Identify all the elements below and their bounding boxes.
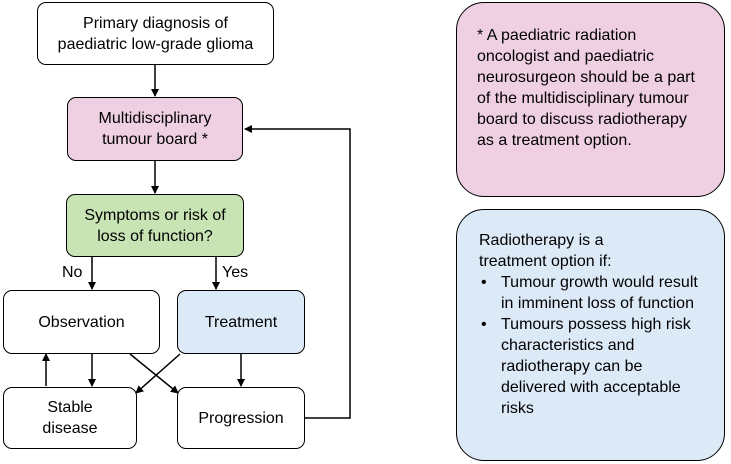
progression-box: Progression	[177, 387, 305, 449]
stable-disease-box: Stable disease	[3, 387, 137, 449]
list-item: • Tumour growth would result in imminent…	[479, 272, 710, 314]
arrow-observation-to-progression	[129, 353, 179, 394]
symptoms-label: Symptoms or risk of loss of function?	[84, 206, 226, 245]
tumour-board-label: Multidisciplinary tumour board *	[98, 110, 212, 148]
observation-label: Observation	[38, 313, 125, 331]
progression-label: Progression	[198, 409, 284, 427]
tumour-board-note-text: * A paediatric radiation oncologist and …	[477, 27, 695, 149]
diagnosis-box: Primary diagnosis of paediatric low-grad…	[37, 2, 274, 65]
list-item: • Tumours possess high risk characterist…	[479, 314, 710, 419]
arrow-treatment-to-stable	[135, 353, 181, 394]
bullet-icon: •	[481, 316, 487, 333]
edge-label-yes: Yes	[222, 264, 249, 281]
treatment-label: Treatment	[204, 313, 278, 331]
radiotherapy-criterion-label: Tumours possess high risk characteristic…	[501, 316, 691, 417]
treatment-box: Treatment	[177, 290, 305, 354]
observation-box: Observation	[3, 290, 160, 354]
symptoms-box: Symptoms or risk of loss of function?	[66, 194, 244, 257]
stable-disease-label: Stable disease	[42, 399, 98, 437]
radiotherapy-note: Radiotherapy is a treatment option if: •…	[456, 209, 725, 461]
arrow-progression-to-board	[244, 125, 351, 419]
radiotherapy-criterion-label: Tumour growth would result in imminent l…	[501, 274, 698, 312]
radiotherapy-criteria-list: • Tumour growth would result in imminent…	[479, 272, 710, 419]
tumour-board-box: Multidisciplinary tumour board *	[67, 97, 243, 161]
edge-label-no: No	[62, 264, 83, 281]
diagnosis-label: Primary diagnosis of paediatric low-grad…	[57, 14, 254, 53]
radiotherapy-note-intro: Radiotherapy is a treatment option if:	[479, 232, 612, 270]
tumour-board-note: * A paediatric radiation oncologist and …	[456, 2, 725, 197]
bullet-icon: •	[481, 274, 487, 291]
